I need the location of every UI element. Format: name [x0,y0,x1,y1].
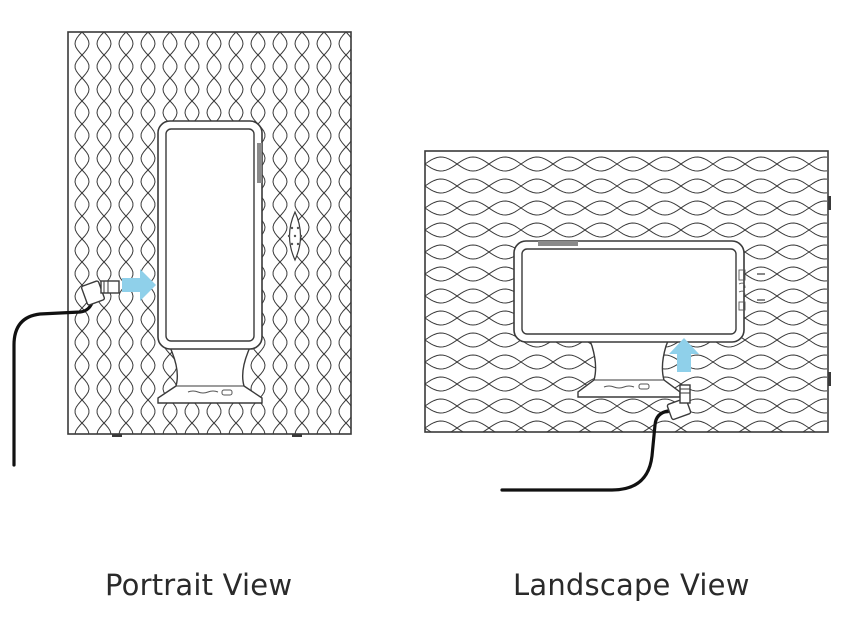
speaker-grille-icon [287,210,303,262]
portrait-device [157,120,263,350]
arrow-up-icon [669,338,699,372]
cable-plug-icon [666,384,692,421]
landscape-panel [424,150,831,492]
portrait-panel [12,31,352,467]
portrait-view-caption: Portrait View [105,568,293,602]
portrait-cable [12,280,120,467]
landscape-device [513,240,765,343]
landscape-cable [500,384,692,492]
landscape-view-caption: Landscape View [513,568,750,602]
arrow-right-icon [122,269,156,301]
portrait-stand [157,341,263,404]
cable-plug-icon [80,280,120,306]
